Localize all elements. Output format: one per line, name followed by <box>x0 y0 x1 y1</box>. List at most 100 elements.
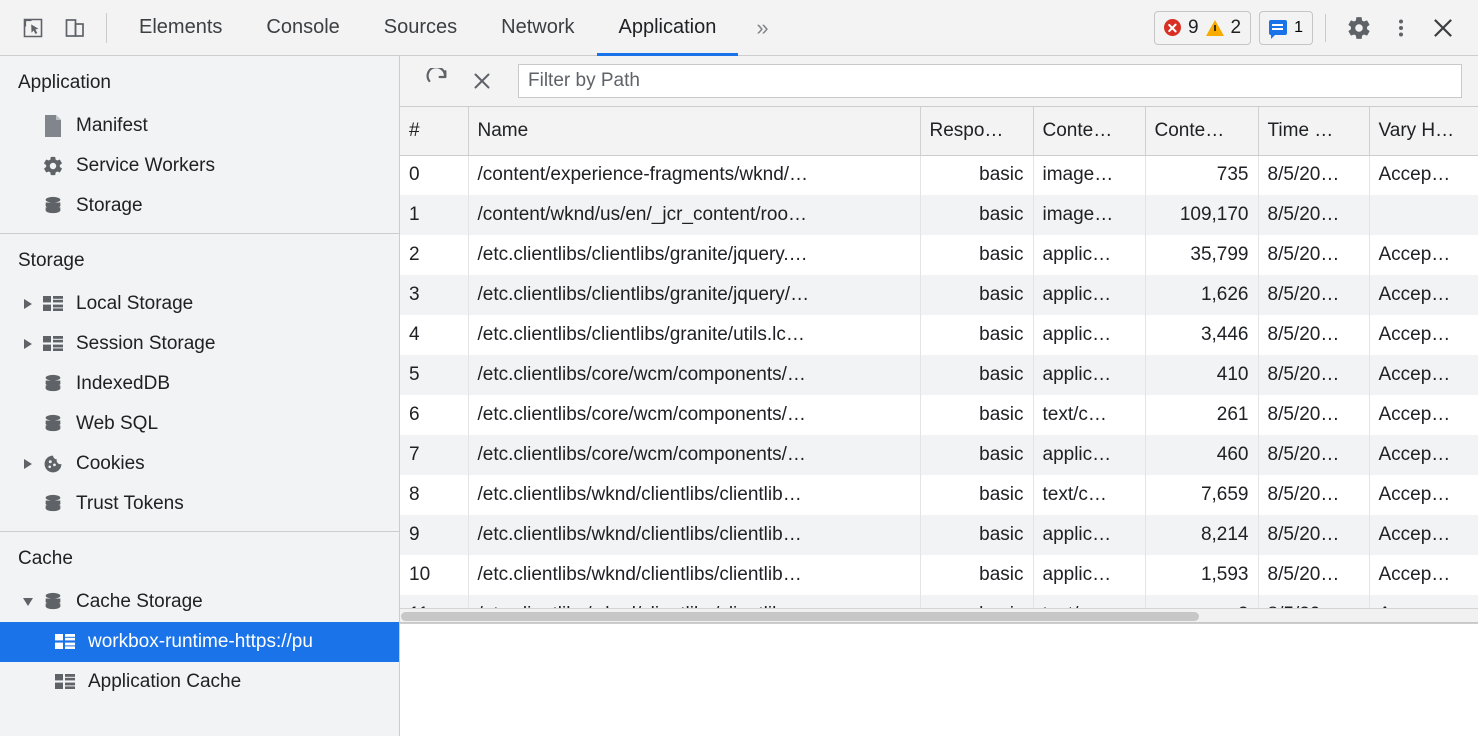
cell-name: /content/experience-fragments/wknd/… <box>468 155 921 195</box>
clear-x-icon[interactable] <box>460 61 504 101</box>
cell-time-cached: 8/5/20… <box>1258 355 1370 395</box>
table-row[interactable]: 7 /etc.clientlibs/core/wcm/components/… … <box>400 435 1478 475</box>
toolbar-divider <box>106 12 107 43</box>
cache-entries-scroll[interactable]: # Name Respo… Conte… Conte… Time … Vary … <box>400 107 1478 608</box>
table-body: 0 /content/experience-fragments/wknd/… b… <box>400 155 1478 608</box>
cell-time-cached: 8/5/20… <box>1258 395 1370 435</box>
table-row[interactable]: 4 /etc.clientlibs/clientlibs/granite/uti… <box>400 315 1478 355</box>
sidebar-item-label: Cache Storage <box>76 591 203 612</box>
kebab-menu-icon[interactable] <box>1380 7 1422 49</box>
sidebar-item-indexeddb[interactable]: IndexedDB <box>0 364 399 404</box>
table-row[interactable]: 8 /etc.clientlibs/wknd/clientlibs/client… <box>400 475 1478 515</box>
cell-content-length: 109,170 <box>1145 195 1259 235</box>
table-row[interactable]: 10 /etc.clientlibs/wknd/clientlibs/clien… <box>400 555 1478 595</box>
sidebar-item-cache-storage[interactable]: Cache Storage <box>0 582 399 622</box>
column-header-response-type[interactable]: Respo… <box>920 107 1034 156</box>
cache-entries-grid-wrapper: # Name Respo… Conte… Conte… Time … Vary … <box>400 107 1478 736</box>
cell-vary-header <box>1369 195 1478 235</box>
cell-index: 10 <box>400 555 469 595</box>
refresh-icon[interactable] <box>416 61 460 101</box>
column-header-vary-header[interactable]: Vary H… <box>1369 107 1478 156</box>
column-header-name[interactable]: Name <box>468 107 921 156</box>
cell-content-length: 35,799 <box>1145 235 1259 275</box>
filter-by-path-input[interactable] <box>518 64 1462 98</box>
table-header: # Name Respo… Conte… Conte… Time … Vary … <box>400 107 1478 156</box>
sidebar-item-web-sql[interactable]: Web SQL <box>0 404 399 444</box>
cache-storage-main-pane: # Name Respo… Conte… Conte… Time … Vary … <box>400 56 1478 736</box>
column-header-time-cached[interactable]: Time … <box>1258 107 1370 156</box>
device-toolbar-icon[interactable] <box>54 7 96 49</box>
cell-content-type: image… <box>1033 155 1146 195</box>
inspect-cursor-icon[interactable] <box>12 7 54 49</box>
cell-vary-header: Accep… <box>1378 244 1451 265</box>
sidebar-item-workbox-runtime-cache[interactable]: workbox-runtime-https://pu <box>0 622 399 662</box>
sidebar-item-local-storage[interactable]: Local Storage <box>0 284 399 324</box>
table-row[interactable]: 3 /etc.clientlibs/clientlibs/granite/jqu… <box>400 275 1478 315</box>
cell-time-cached: 8/5/20… <box>1258 475 1370 515</box>
cell-name: /etc.clientlibs/wknd/clientlibs/clientli… <box>468 555 921 595</box>
table-row[interactable]: 9 /etc.clientlibs/wknd/clientlibs/client… <box>400 515 1478 555</box>
gear-icon[interactable] <box>1338 7 1380 49</box>
cell-vary-header: Accep… <box>1378 164 1451 186</box>
sidebar-item-label: Service Workers <box>76 155 216 176</box>
cell-response-type: basic <box>920 195 1034 235</box>
sidebar-item-manifest[interactable]: Manifest <box>0 106 399 146</box>
cell-name: /etc.clientlibs/clientlibs/granite/jquer… <box>468 235 921 275</box>
error-warning-counter[interactable]: 9 2 <box>1153 10 1252 45</box>
sidebar-item-storage[interactable]: Storage <box>0 186 399 226</box>
close-icon[interactable] <box>1422 7 1464 49</box>
cell-index: 11 <box>400 595 469 608</box>
warning-count: 2 <box>1230 16 1242 38</box>
cell-content-type: applic… <box>1033 315 1146 355</box>
table-row[interactable]: 5 /etc.clientlibs/core/wcm/components/… … <box>400 355 1478 395</box>
tab-application[interactable]: Application <box>596 0 739 56</box>
column-header-content-length[interactable]: Conte… <box>1145 107 1259 156</box>
table-row[interactable]: 11 /etc.clientlibs/wknd/clientlibs/clien… <box>400 595 1478 608</box>
sidebar-item-application-cache[interactable]: Application Cache <box>0 662 399 702</box>
cell-content-length: 1,593 <box>1145 555 1259 595</box>
cell-content-length: 735 <box>1145 155 1259 195</box>
toolbar-right-group: 9 2 1 <box>1153 7 1464 49</box>
table-row[interactable]: 2 /etc.clientlibs/clientlibs/granite/jqu… <box>400 235 1478 275</box>
chevron-right-icon[interactable] <box>18 334 38 354</box>
cell-name: /etc.clientlibs/wknd/clientlibs/clientli… <box>468 475 921 515</box>
scrollbar-thumb[interactable] <box>401 612 1199 621</box>
cell-vary-header: Accep… <box>1378 284 1451 305</box>
column-header-index[interactable]: # <box>400 107 469 156</box>
cell-time-cached: 8/5/20… <box>1258 235 1370 275</box>
cell-content-type: applic… <box>1033 275 1146 315</box>
cell-content-type: applic… <box>1033 435 1146 475</box>
sidebar-item-session-storage[interactable]: Session Storage <box>0 324 399 364</box>
cell-content-type: applic… <box>1033 555 1146 595</box>
chevron-down-icon[interactable] <box>18 592 38 612</box>
toolbar-divider-right <box>1325 13 1326 42</box>
error-count: 9 <box>1187 16 1199 38</box>
cell-index: 7 <box>400 435 469 475</box>
sidebar-item-service-workers[interactable]: Service Workers <box>0 146 399 186</box>
cell-index: 5 <box>400 355 469 395</box>
cell-content-length: 261 <box>1145 395 1259 435</box>
chevron-right-icon[interactable] <box>18 454 38 474</box>
column-header-content-type[interactable]: Conte… <box>1033 107 1146 156</box>
cell-response-type: basic <box>920 515 1034 555</box>
table-row[interactable]: 6 /etc.clientlibs/core/wcm/components/… … <box>400 395 1478 435</box>
table-header-row: # Name Respo… Conte… Conte… Time … Vary … <box>400 107 1478 156</box>
database-icon <box>40 590 66 614</box>
more-tabs-icon[interactable]: » <box>756 14 769 40</box>
cookie-icon <box>40 452 66 476</box>
message-count: 1 <box>1294 18 1303 36</box>
issues-counter[interactable]: 1 <box>1259 10 1313 45</box>
cache-toolbar <box>400 56 1478 107</box>
chevron-right-icon[interactable] <box>18 294 38 314</box>
sidebar-item-trust-tokens[interactable]: Trust Tokens <box>0 484 399 524</box>
tab-elements[interactable]: Elements <box>139 16 223 38</box>
sidebar-item-cookies[interactable]: Cookies <box>0 444 399 484</box>
tab-sources[interactable]: Sources <box>383 16 458 38</box>
cell-index: 3 <box>400 275 469 315</box>
table-row[interactable]: 1 /content/wknd/us/en/_jcr_content/roo… … <box>400 195 1478 235</box>
tab-console[interactable]: Console <box>266 16 340 38</box>
horizontal-scrollbar[interactable] <box>400 608 1478 623</box>
tab-network[interactable]: Network <box>501 16 575 38</box>
table-row[interactable]: 0 /content/experience-fragments/wknd/… b… <box>400 155 1478 195</box>
